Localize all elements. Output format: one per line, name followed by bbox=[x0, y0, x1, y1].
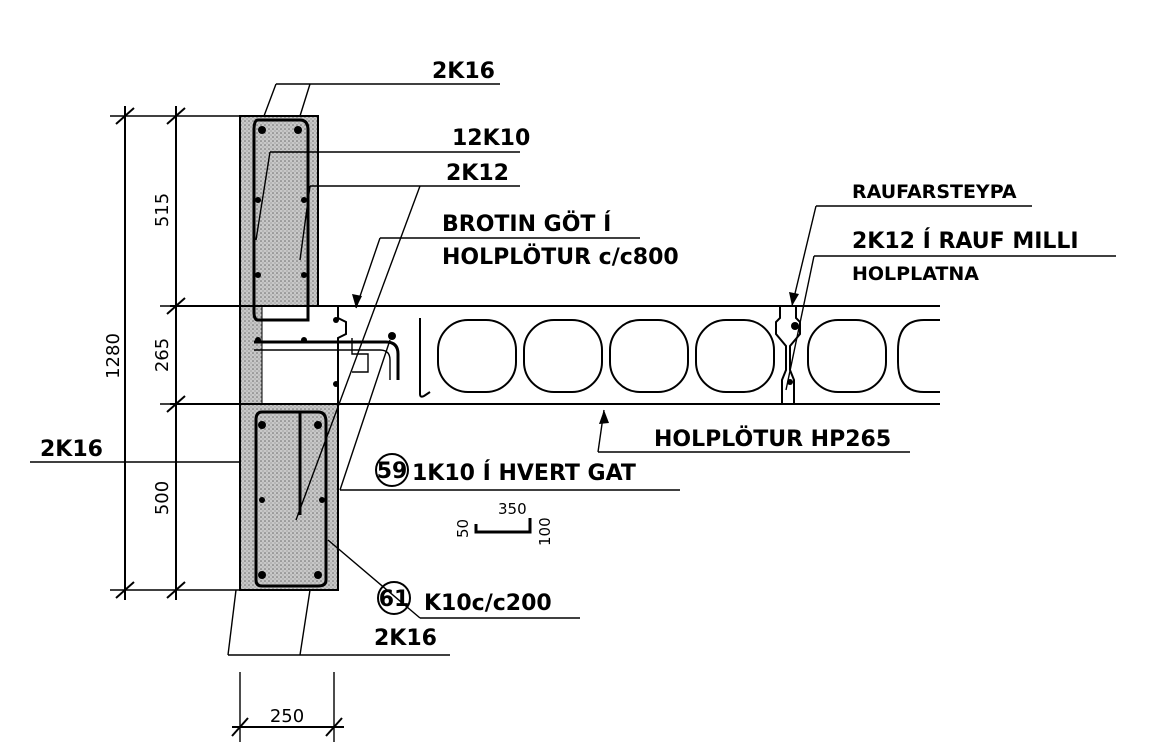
dimension-width bbox=[231, 672, 344, 742]
svg-text:59: 59 bbox=[377, 459, 408, 484]
marker-61: 61 bbox=[377, 581, 411, 615]
concrete-wall bbox=[239, 115, 339, 591]
label-rauf-1: 2K12 Í RAUF MILLI bbox=[852, 228, 1079, 254]
leader-lines bbox=[30, 83, 1116, 656]
wall-stirrup-upper bbox=[252, 118, 310, 322]
dim-500: 500 bbox=[152, 481, 173, 515]
label-k10cc200: K10c/c200 bbox=[424, 591, 552, 616]
label-rauf-2: HOLPLATNA bbox=[852, 263, 979, 285]
label-brotin-2: HOLPLÖTUR c/c800 bbox=[442, 244, 679, 270]
label-bottom-2k16: 2K16 bbox=[374, 626, 437, 651]
label-2k12: 2K12 bbox=[446, 161, 509, 186]
svg-text:61: 61 bbox=[379, 587, 410, 612]
bend-50: 50 bbox=[454, 519, 472, 538]
dim-515: 515 bbox=[152, 193, 173, 227]
label-12k10: 12K10 bbox=[452, 126, 530, 151]
dimension-lines-left bbox=[110, 106, 240, 600]
label-brotin-1: BROTIN GÖT Í bbox=[442, 211, 611, 237]
label-hvert-gat: 1K10 Í HVERT GAT bbox=[412, 460, 636, 486]
hollowcore-slab bbox=[170, 305, 940, 405]
bend-100: 100 bbox=[536, 517, 554, 546]
label-holplotur-hp265: HOLPLÖTUR HP265 bbox=[654, 426, 891, 452]
bar-bend-detail bbox=[474, 518, 532, 534]
anchor-bar bbox=[254, 340, 400, 380]
label-top-2k16: 2K16 bbox=[432, 59, 495, 84]
marker-59: 59 bbox=[375, 453, 409, 487]
dim-265: 265 bbox=[152, 338, 173, 372]
dim-250: 250 bbox=[270, 706, 304, 727]
beam-stirrup-lower bbox=[254, 410, 328, 588]
bend-350: 350 bbox=[498, 500, 527, 518]
label-raufarsteypa: RAUFARSTEYPA bbox=[852, 181, 1017, 203]
label-left-2k16: 2K16 bbox=[40, 437, 103, 462]
dim-1280: 1280 bbox=[103, 333, 124, 379]
slab-voids bbox=[437, 319, 940, 393]
